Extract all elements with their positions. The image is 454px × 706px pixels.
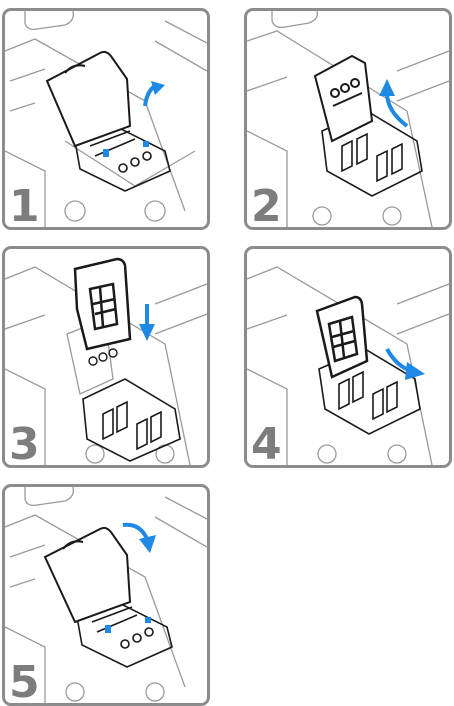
step-number: 5: [9, 661, 40, 705]
step-number: 4: [251, 423, 282, 467]
step-number: 1: [9, 185, 40, 229]
step-5-panel: 5: [2, 484, 210, 706]
step-number: 3: [9, 423, 40, 467]
step-4-panel: 4: [244, 246, 452, 468]
sim-card-icon: [75, 259, 130, 349]
step-1-panel: 1: [2, 8, 210, 230]
step-number: 2: [251, 185, 282, 229]
curved-arrow-icon: [123, 525, 147, 539]
step-2-panel: 2: [244, 8, 452, 230]
step-3-panel: 3: [2, 246, 210, 468]
